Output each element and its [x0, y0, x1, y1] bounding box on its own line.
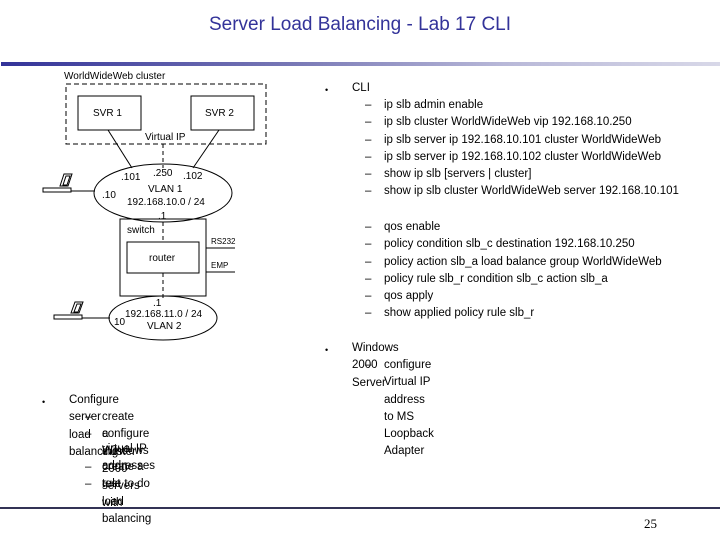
router-box — [126, 241, 200, 274]
cluster-boundary — [65, 83, 267, 145]
dash: – — [365, 150, 372, 163]
cli-command: –policy action slb_a load balance group … — [365, 254, 662, 271]
ip-102-label: .102 — [183, 171, 203, 182]
page-number: 25 — [644, 516, 657, 531]
vlan1-gateway-label: .1 — [158, 211, 167, 222]
cli-bullet: • — [325, 85, 329, 95]
dash: – — [365, 272, 372, 285]
configure-item: test — [102, 478, 121, 490]
title-underline-bar — [1, 62, 720, 66]
dash: – — [365, 168, 372, 181]
cli-command: –ip slb admin enable — [365, 97, 679, 114]
vlan2-ip-10-label: 10 — [114, 317, 126, 328]
dash: – — [85, 411, 92, 423]
cli-group-2: –qos enable –policy condition slb_c dest… — [365, 219, 662, 323]
dash: – — [365, 221, 372, 233]
vlan2-subnet: 192.168.11.0 / 24 — [125, 309, 203, 320]
dash: – — [365, 133, 372, 146]
vlan2-name: VLAN 2 — [147, 321, 182, 332]
router-label: router — [149, 253, 176, 264]
cluster-label: WorldWideWeb cluster — [64, 71, 166, 82]
ip-10-label: .10 — [102, 190, 116, 201]
dash: – — [365, 116, 372, 129]
dash: – — [365, 307, 372, 320]
vlan1-subnet: 192.168.10.0 / 24 — [127, 197, 205, 208]
virtual-ip-label: Virtual IP — [145, 132, 186, 143]
ip-250-label: .250 — [153, 168, 173, 179]
cli-command: –qos apply — [365, 288, 662, 305]
cli-command: –policy condition slb_c destination 192.… — [365, 236, 662, 253]
footer-divider — [0, 507, 720, 509]
windows-item: configure Virtual IP address to MS Loopb… — [384, 359, 434, 458]
vlan1-name: VLAN 1 — [148, 184, 183, 195]
laptop-2-icon — [53, 301, 84, 320]
configure-item: create a rule to do load balancing — [102, 461, 152, 525]
cli-command: –ip slb server ip 192.168.10.102 cluster… — [365, 149, 679, 166]
configure-item-continuation: virtual IP addresses — [102, 443, 156, 473]
svr1-link — [107, 129, 133, 169]
server-1-label: SVR 1 — [93, 108, 122, 119]
cli-group-1: –ip slb admin enable –ip slb cluster Wor… — [365, 97, 679, 201]
ip-101-label: .101 — [121, 172, 141, 183]
rs232-label: RS232 — [211, 237, 236, 246]
laptop-1-icon — [42, 173, 73, 193]
windows-heading: Windows 2000 Server — [352, 342, 399, 389]
configure-heading: Configure server load balancing — [69, 394, 119, 458]
cli-command: –show ip slb cluster WorldWideWeb server… — [365, 183, 679, 200]
cli-command: –show applied policy rule slb_r — [365, 305, 662, 322]
cli-command: –policy rule slb_r condition slb_c actio… — [365, 271, 662, 288]
server-1-box — [77, 95, 142, 131]
cli-command: –ip slb cluster WorldWideWeb vip 192.168… — [365, 114, 679, 131]
cli-command: –show ip slb [servers | cluster] — [365, 166, 679, 183]
svr2-link — [192, 129, 220, 169]
dash: – — [85, 461, 92, 473]
vlan2-gateway-label: .1 — [153, 298, 162, 309]
cli-heading: CLI — [352, 82, 370, 94]
dash: – — [365, 238, 372, 251]
cli-command: –ip slb server ip 192.168.10.101 cluster… — [365, 132, 679, 149]
dash: – — [85, 428, 92, 440]
emp-label: EMP — [211, 261, 228, 270]
dash: – — [365, 359, 372, 371]
dash: – — [365, 255, 372, 268]
dash: – — [85, 478, 92, 490]
configure-bullet: • — [42, 397, 46, 407]
configure-item: create a cluster — [102, 411, 136, 458]
slide-title: Server Load Balancing - Lab 17 CLI — [208, 14, 512, 35]
dash: – — [365, 185, 372, 198]
dash: – — [365, 290, 372, 303]
switch-label: switch — [127, 225, 155, 236]
server-2-box — [190, 95, 255, 131]
server-2-label: SVR 2 — [205, 108, 234, 119]
cli-command: –qos enable — [365, 219, 662, 236]
dash: – — [365, 99, 372, 111]
windows-bullet: • — [325, 345, 329, 355]
configure-item: configure Windows 2000 servers with — [102, 428, 150, 510]
